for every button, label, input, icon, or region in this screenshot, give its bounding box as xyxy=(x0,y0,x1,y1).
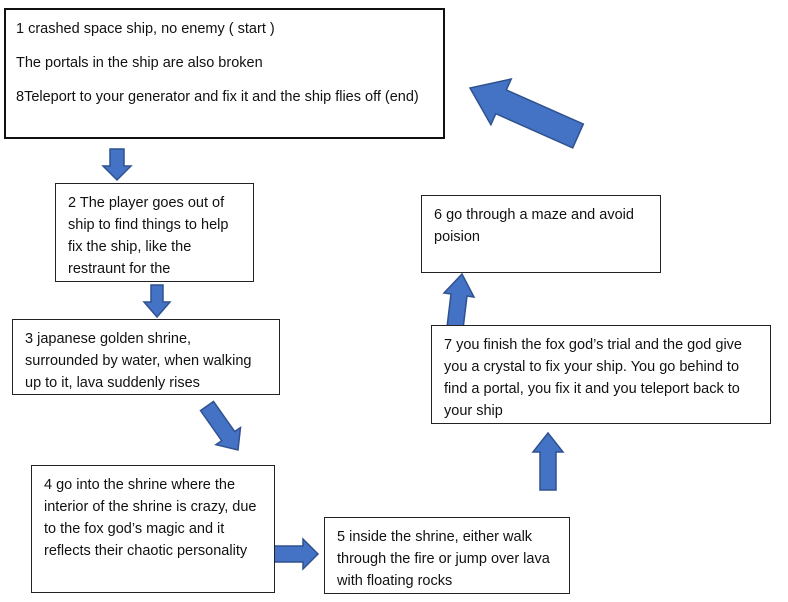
node-2-text: 2 The player goes out of ship to find th… xyxy=(68,195,229,277)
arrow-5-to-7 xyxy=(531,431,565,491)
arrow-3-to-4 xyxy=(199,400,242,451)
arrow-1-to-2 xyxy=(101,148,133,182)
node-1-line-3: 8Teleport to your generator and fix it a… xyxy=(16,89,419,105)
node-3-golden-shrine: 3 japanese golden shrine, surrounded by … xyxy=(12,319,280,395)
node-6-text: 6 go through a maze and avoid poision xyxy=(434,207,634,245)
arrow-2-to-3 xyxy=(142,284,172,319)
node-6-maze: 6 go through a maze and avoid poision xyxy=(421,195,661,273)
node-4-shrine-interior: 4 go into the shrine where the interior … xyxy=(31,465,275,593)
node-1-line-1: 1 crashed space ship, no enemy ( start ) xyxy=(16,21,275,37)
node-4-text: 4 go into the shrine where the interior … xyxy=(44,477,257,559)
arrow-7-to-6 xyxy=(442,272,476,330)
arrow-4-to-5 xyxy=(270,537,320,571)
node-7-text: 7 you finish the fox god’s trial and the… xyxy=(444,337,742,419)
node-5-fire-or-lava: 5 inside the shrine, either walk through… xyxy=(324,517,570,594)
node-3-text: 3 japanese golden shrine, surrounded by … xyxy=(25,331,252,391)
node-1-line-2: The portals in the ship are also broken xyxy=(16,55,263,71)
arrow-6-to-1 xyxy=(468,77,585,149)
node-7-fox-god-trial: 7 you finish the fox god’s trial and the… xyxy=(431,325,771,424)
node-2-player-leaves-ship: 2 The player goes out of ship to find th… xyxy=(55,183,254,282)
node-1-crashed-ship: 1 crashed space ship, no enemy ( start )… xyxy=(4,8,445,139)
node-5-text: 5 inside the shrine, either walk through… xyxy=(337,529,550,589)
